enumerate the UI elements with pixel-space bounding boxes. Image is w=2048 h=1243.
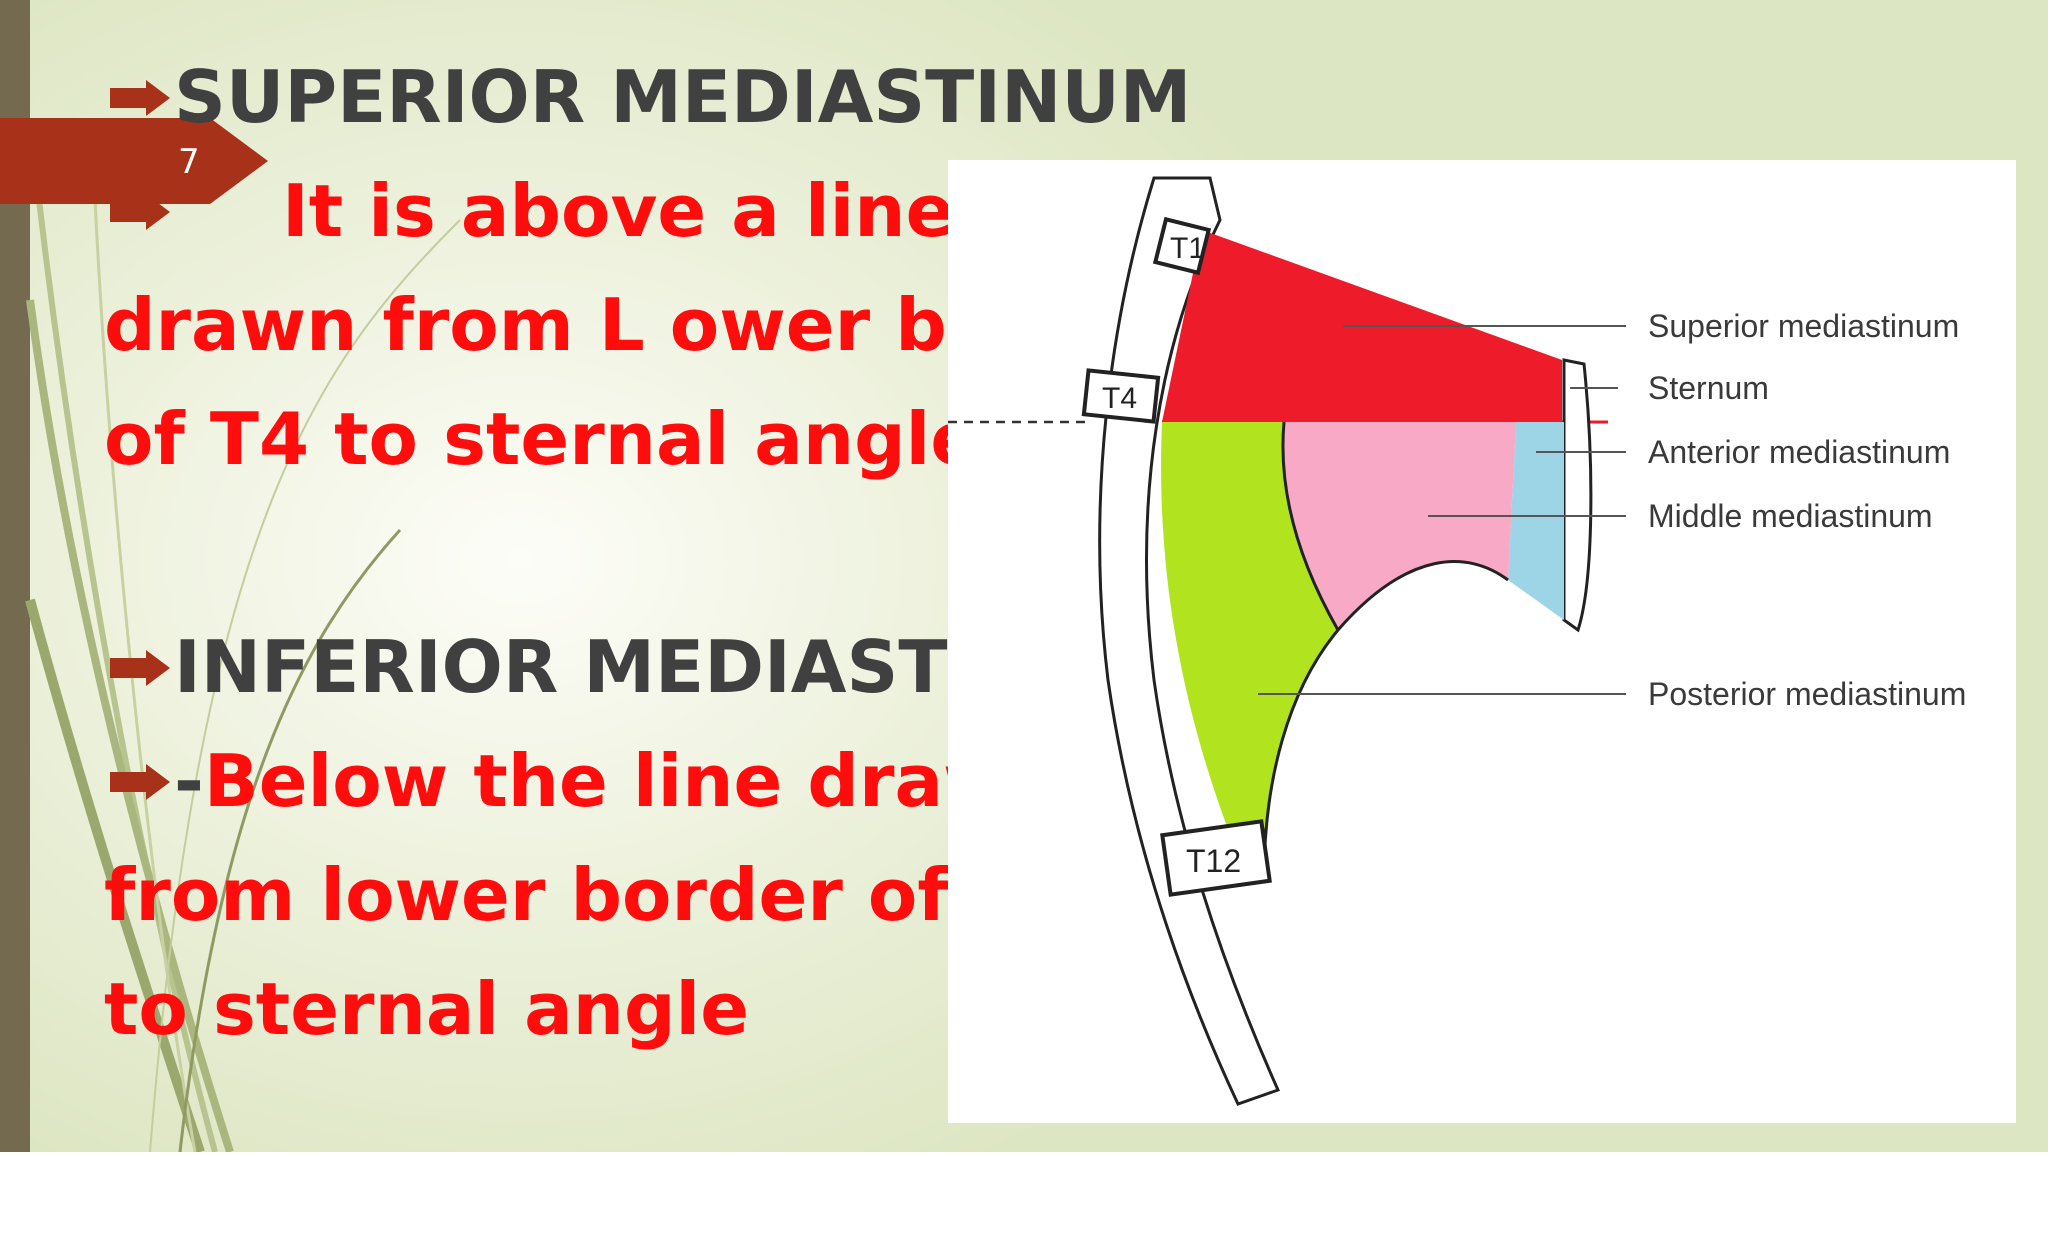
inferior-line-3: to sternal angle bbox=[104, 967, 750, 1051]
label-superior-mediastinum: Superior mediastinum bbox=[1648, 308, 1960, 344]
superior-line-3: of T4 to sternal angle bbox=[104, 397, 980, 481]
anterior-region bbox=[1508, 422, 1564, 620]
inferior-line-2: from lower border of T4 bbox=[104, 853, 1073, 937]
superior-line-1: It is above a line bbox=[282, 169, 955, 253]
posterior-region bbox=[1161, 422, 1338, 880]
mediastinum-diagram: T1 T4 T12 Superior mediastinum Sternum A… bbox=[948, 160, 2016, 1123]
inferior-line-1: Below the line drawn bbox=[203, 739, 1061, 823]
slide-number-tab bbox=[0, 118, 268, 204]
arrow-bullet-icon bbox=[110, 764, 170, 800]
vertebra-t1-label: T1 bbox=[1170, 232, 1205, 265]
inferior-dash: - bbox=[174, 739, 204, 823]
heading-superior: SUPERIOR MEDIASTINUM bbox=[174, 55, 1192, 139]
arrow-bullet-icon bbox=[110, 194, 170, 230]
label-anterior-mediastinum: Anterior mediastinum bbox=[1648, 434, 1951, 470]
arrow-bullet-icon bbox=[110, 650, 170, 686]
vertebra-t12-label: T12 bbox=[1186, 843, 1241, 879]
slide: 7 SUPERIOR MEDIASTINUM It is above a lin… bbox=[0, 0, 2048, 1152]
slide-number: 7 bbox=[178, 142, 200, 182]
vertebra-t4-label: T4 bbox=[1102, 382, 1137, 415]
label-sternum: Sternum bbox=[1648, 370, 1769, 406]
middle-region bbox=[1282, 422, 1516, 630]
decorative-curves bbox=[25, 119, 461, 1152]
label-posterior-mediastinum: Posterior mediastinum bbox=[1648, 676, 1967, 712]
arrow-bullet-icon bbox=[110, 80, 170, 116]
label-middle-mediastinum: Middle mediastinum bbox=[1648, 498, 1933, 534]
inferior-line-1-row: -Below the line drawn bbox=[174, 742, 1061, 820]
